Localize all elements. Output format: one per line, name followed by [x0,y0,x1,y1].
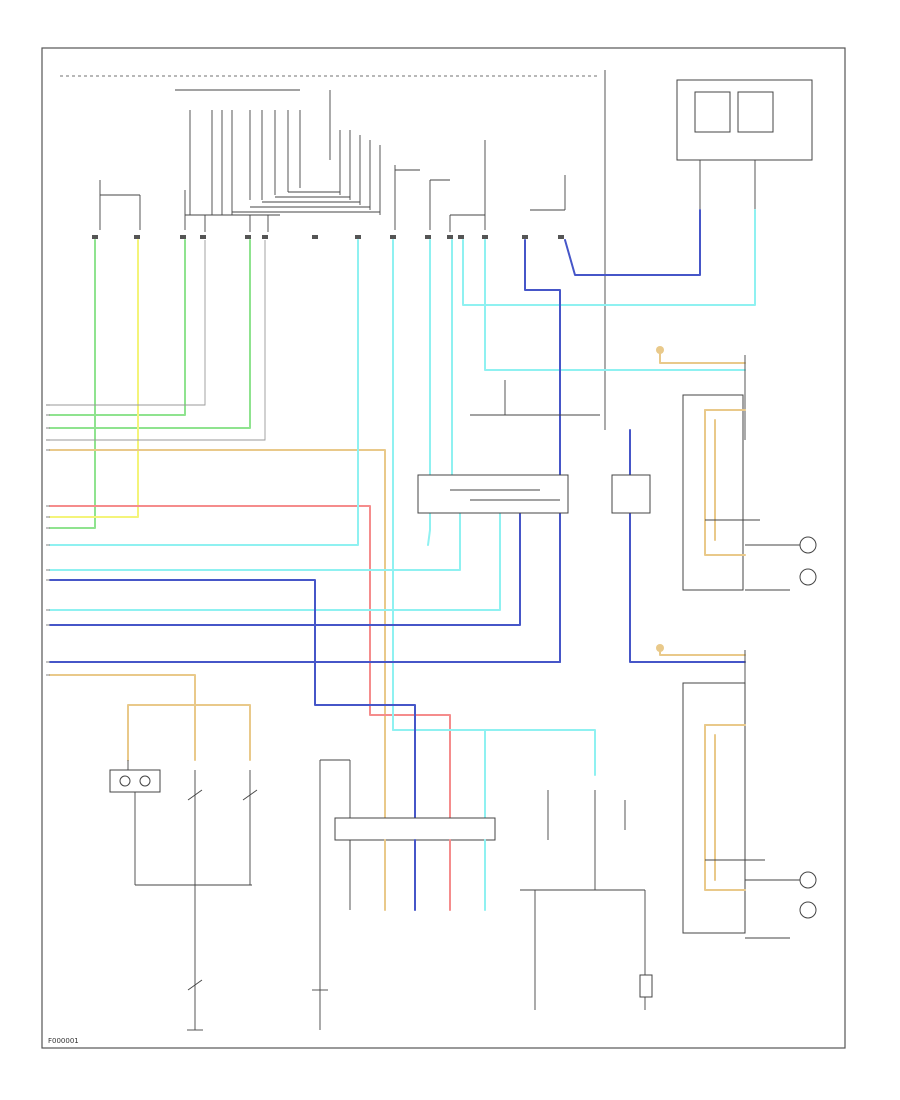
wire-yellow [49,239,139,518]
right-upper-module [656,346,817,591]
wire-cyan [49,209,756,871]
wire-tan [49,449,386,871]
left-edge-ticks [46,404,50,676]
connector-row-top [92,235,564,239]
right-lower-module [656,644,817,939]
wire-blue [49,209,746,871]
wire-green [49,239,251,529]
central-module [417,380,651,514]
wire-gray [50,240,266,441]
lamp-icon [119,775,131,787]
bottom-right-switch [520,790,653,1010]
lamp-group-left [109,760,258,1031]
bottom-connector-block [312,759,496,1030]
diagram-code: F000001 [48,1037,79,1045]
wire-red [49,505,451,871]
diagram-frame [41,47,846,1049]
top-harness [99,70,606,430]
top-right-module [676,79,813,210]
